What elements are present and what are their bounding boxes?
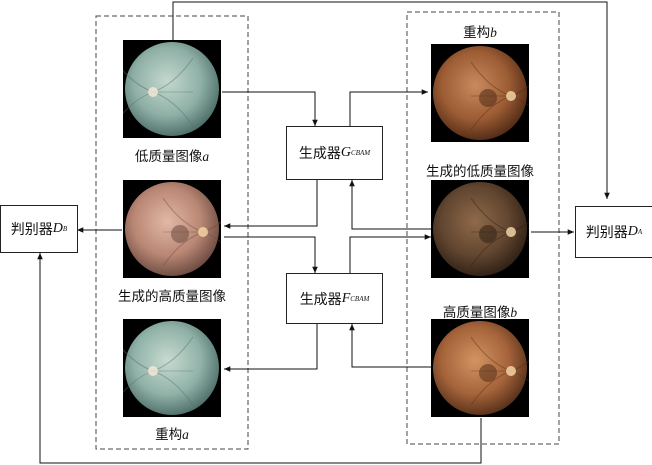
arrow-gen-high-to-gen-f <box>224 236 318 273</box>
arrow-gen-g-to-recon-b <box>349 89 428 126</box>
arrow-gen-f-to-recon-a <box>224 324 318 372</box>
fundus-image-generated-high-quality <box>123 180 221 278</box>
label-generated-high-quality: 生成的高质量图像 <box>118 289 226 305</box>
fundus-photo <box>123 319 221 417</box>
fundus-photo <box>431 180 529 278</box>
arrow-high-b-to-disc-b <box>37 253 482 464</box>
label-recon-a: 重构a <box>155 427 189 443</box>
fundus-image-recon-a <box>123 319 221 417</box>
domain-a-group-frame <box>95 15 249 450</box>
fundus-image-recon-b <box>431 44 529 142</box>
fundus-image-low-quality-a <box>123 40 221 138</box>
arrow-low-a-to-gen-g <box>222 91 318 126</box>
label-high-quality-b: 高质量图像b <box>442 305 518 321</box>
fundus-image-high-quality-b <box>431 319 529 417</box>
fundus-photo <box>123 40 221 138</box>
fundus-photo <box>431 319 529 417</box>
label-low-quality-a: 低质量图像a <box>134 149 210 165</box>
label-recon-b: 重构b <box>463 25 497 41</box>
arrow-gen-g-to-gen-high <box>224 180 318 229</box>
arrow-gen-f-to-gen-low <box>349 234 431 273</box>
label-generated-low-quality: 生成的低质量图像 <box>426 164 534 180</box>
domain-b-group-frame <box>406 11 560 445</box>
arrow-high-b-to-gen-f <box>349 324 431 368</box>
arrow-gen-low-to-gen-g <box>349 180 431 230</box>
fundus-photo <box>431 44 529 142</box>
fundus-photo <box>123 180 221 278</box>
fundus-image-generated-low-quality <box>431 180 529 278</box>
arrow-low-a-to-disc-a <box>172 1 610 199</box>
